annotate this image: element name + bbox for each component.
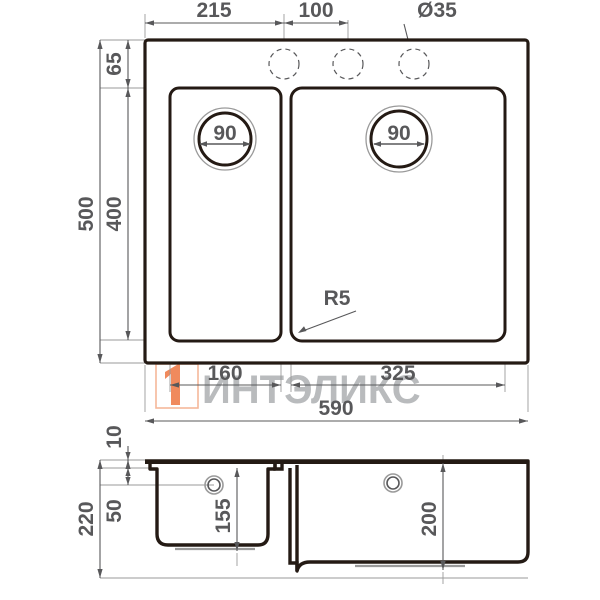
dim-200: 200	[418, 463, 446, 570]
dim-155: 155	[212, 468, 240, 551]
dim-10-label: 10	[103, 425, 126, 448]
dim-r5: R5	[298, 287, 357, 333]
dim-155-label: 155	[212, 498, 235, 533]
tap-hole-1	[268, 48, 300, 80]
dim-65: 65	[103, 40, 131, 88]
dim-590-label: 590	[318, 397, 353, 420]
dim-100: 100	[284, 0, 348, 26]
dim-65-label: 65	[103, 52, 126, 76]
right-drain: 90	[365, 105, 433, 173]
section-divider-right	[288, 468, 299, 571]
dim-r5-label: R5	[324, 287, 351, 310]
section-divider-left	[273, 462, 284, 471]
dim-215-label: 215	[196, 0, 231, 22]
section-view-extension-lines	[100, 455, 528, 584]
dim-400: 400	[103, 88, 131, 340]
dim-500: 500	[75, 40, 103, 363]
right-bowl-outline	[289, 86, 507, 343]
dim-160-label: 160	[207, 362, 242, 385]
tap-hole-3	[398, 48, 430, 80]
left-drain-inner-ring	[197, 111, 253, 167]
section-right-bowl-profile	[145, 459, 530, 573]
right-overflow-hole	[383, 473, 403, 493]
left-drain-outer-ring	[193, 107, 257, 171]
dim-215: 215	[145, 0, 284, 26]
tap-hole-2	[332, 48, 364, 80]
right-drain-label: 90	[387, 122, 410, 145]
right-drain-inner-ring	[369, 109, 429, 169]
dim-220-label: 220	[75, 501, 98, 536]
right-drain-outer-ring	[365, 105, 433, 173]
dim-50: 50	[103, 460, 131, 523]
watermark-text: ИНТЭЛИКС	[202, 368, 421, 412]
dim-325-label: 325	[380, 362, 415, 385]
dim-400-label: 400	[103, 196, 126, 231]
watermark-logo-glyph	[165, 363, 180, 405]
dim-590: 590	[145, 397, 528, 424]
left-overflow-hole	[204, 475, 224, 495]
dim-500-label: 500	[75, 196, 98, 231]
dim-160: 160	[170, 362, 281, 388]
watermark: ИНТЭЛИКС	[155, 363, 421, 412]
left-drain-label: 90	[213, 122, 236, 145]
dim-diameter-35-label: Ø35	[417, 0, 457, 22]
dim-325: 325	[291, 362, 505, 388]
dim-50-label: 50	[103, 499, 126, 522]
top-view: 215 100 Ø35 65 400	[75, 0, 530, 424]
left-drain: 90	[193, 107, 257, 171]
dim-220: 220	[75, 460, 103, 578]
section-left-bowl-profile	[148, 461, 277, 547]
dim-200-label: 200	[418, 501, 441, 536]
section-view: 10 50 220	[75, 425, 530, 584]
dim-100-label: 100	[298, 0, 333, 22]
